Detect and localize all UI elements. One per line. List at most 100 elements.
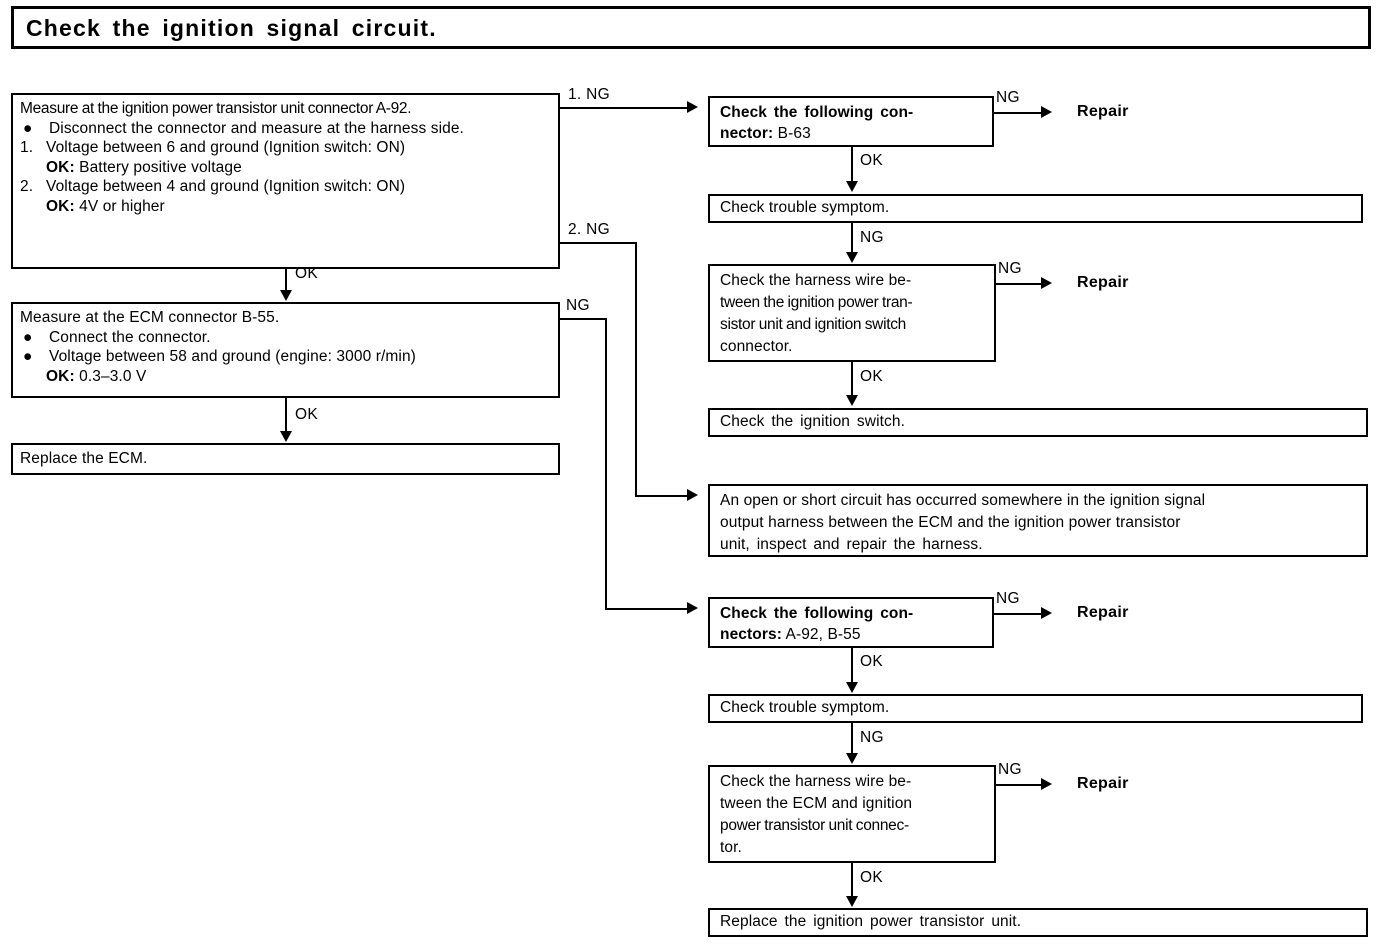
ok-label-box1-to-box2: OK: [295, 265, 318, 282]
harness-ign-switch-repair-label: Repair: [1077, 274, 1129, 291]
check-harness-ecm-content: Check the harness wire be- tween the ECM…: [710, 767, 994, 862]
check-harness-ign-switch-line1: Check the harness wire be-: [720, 272, 912, 289]
ecm-ng-vertical-line: [605, 318, 607, 610]
a92-b55-ok-label: OK: [860, 653, 883, 670]
measure-ecm-bullet-1: ● Connect the connector.: [20, 328, 551, 348]
check-connectors-a92-b55-box: Check the following con- nectors: A-92, …: [708, 597, 994, 648]
replace-ign-power-transistor-content: Replace the ignition power transistor un…: [710, 910, 1366, 932]
bullet-dot-icon: ●: [23, 328, 33, 346]
b63-ng-arrowhead: [1041, 106, 1052, 118]
item-1-marker: 1.: [20, 139, 34, 156]
item-1-ok-value: Battery positive voltage: [79, 158, 242, 176]
harness-ign-switch-ng-line: [996, 283, 1042, 285]
check-connectors-a92-b55-content: Check the following con- nectors: A-92, …: [710, 599, 992, 648]
ng1-arrowhead: [687, 101, 698, 113]
item-2-ok-value: 4V or higher: [79, 197, 165, 215]
measure-a92-heading: Measure at the ignition power transistor…: [20, 100, 412, 117]
check-connectors-a92-b55-value: A-92, B-55: [785, 626, 861, 643]
item-2-text: Voltage between 4 and ground (Ignition s…: [46, 178, 406, 195]
open-short-circuit-line3: unit, inspect and repair the harness.: [720, 536, 983, 553]
harness-ign-switch-ok-line: [851, 362, 853, 396]
harness-ecm-ng-line: [996, 784, 1042, 786]
measure-ecm-heading: Measure at the ECM connector B-55.: [20, 309, 280, 326]
replace-ign-power-transistor-box: Replace the ignition power transistor un…: [708, 908, 1368, 937]
b63-ok-line: [851, 147, 853, 182]
measure-a92-item-1-ok: OK: Battery positive voltage: [20, 158, 551, 178]
ng2-horizontal-line-bottom: [635, 495, 688, 497]
check-connector-b63-box: Check the following con- nector: B-63: [708, 96, 994, 147]
check-trouble-symptom-content-1: Check trouble symptom.: [710, 196, 1361, 218]
check-connector-b63-line2: nector: B-63: [720, 123, 985, 144]
measure-a92-item-2: 2. Voltage between 4 and ground (Ignitio…: [20, 177, 551, 197]
item-2-marker: 2.: [20, 178, 34, 195]
check-harness-ecm-line1: Check the harness wire be-: [720, 773, 912, 790]
check-connectors-a92-b55-line1: Check the following con-: [720, 605, 914, 622]
harness-ecm-repair-label: Repair: [1077, 775, 1129, 792]
ok-arrowhead-box1-to-box2: [280, 290, 292, 301]
check-ignition-switch-box: Check the ignition switch.: [708, 408, 1368, 437]
measure-a92-bullet: ● Disconnect the connector and measure a…: [20, 119, 551, 139]
check-harness-ecm-line4: tor.: [720, 839, 742, 856]
a92-b55-ng-label: NG: [996, 590, 1020, 607]
ecm-ng-horizontal-line-bottom: [605, 608, 688, 610]
check-ignition-switch-text: Check the ignition switch.: [720, 413, 905, 430]
check-ignition-switch-content: Check the ignition switch.: [710, 410, 1366, 432]
check-trouble-symptom-content-2: Check trouble symptom.: [710, 696, 1361, 718]
harness-ecm-ng-arrowhead: [1041, 778, 1052, 790]
page-title: Check the ignition signal circuit.: [26, 15, 437, 41]
measure-a92-box: Measure at the ignition power transistor…: [11, 93, 560, 269]
check-harness-ecm-box: Check the harness wire be- tween the ECM…: [708, 765, 996, 863]
replace-ecm-content: Replace the ECM.: [13, 445, 558, 472]
harness-ecm-ok-label: OK: [860, 869, 883, 886]
ecm-ng-horizontal-line-top: [560, 318, 607, 320]
ecm-ng-arrowhead: [687, 602, 698, 614]
harness-ecm-ok-arrowhead: [846, 896, 858, 907]
check-trouble-symptom-text-1: Check trouble symptom.: [720, 199, 890, 216]
check-connector-b63-label: nector:: [720, 125, 774, 142]
harness-ecm-ok-line: [851, 863, 853, 897]
check-trouble-symptom-text-2: Check trouble symptom.: [720, 699, 890, 716]
ng2-arrowhead: [687, 489, 698, 501]
replace-ign-power-transistor-text: Replace the ignition power transistor un…: [720, 913, 1022, 930]
measure-a92-content: Measure at the ignition power transistor…: [13, 95, 558, 219]
item-1-ok-label: OK:: [46, 158, 75, 176]
check-harness-ign-switch-content: Check the harness wire be- tween the ign…: [710, 266, 994, 361]
ng2-vertical-line: [635, 242, 637, 497]
a92-b55-ng-arrowhead: [1041, 607, 1052, 619]
ok-line-box2-to-box3: [285, 398, 287, 432]
measure-a92-bullet-text: Disconnect the connector and measure at …: [49, 119, 464, 137]
check-trouble-symptom-box-2: Check trouble symptom.: [708, 694, 1363, 723]
ng2-label: 2. NG: [568, 221, 610, 238]
ng1-horizontal-line: [560, 107, 688, 109]
b63-repair-label: Repair: [1077, 103, 1129, 120]
ecm-ng-label: NG: [566, 297, 590, 314]
ok-line-box1-to-box2: [285, 269, 287, 291]
ok-arrowhead-box2-to-box3: [280, 431, 292, 442]
bullet-dot-icon: ●: [23, 119, 33, 137]
measure-a92-item-1: 1. Voltage between 6 and ground (Ignitio…: [20, 138, 551, 158]
ng1-label: 1. NG: [568, 86, 610, 103]
check-trouble-symptom-box-1: Check trouble symptom.: [708, 194, 1363, 223]
check-harness-ign-switch-line2: tween the ignition power tran-: [720, 294, 913, 311]
a92-b55-ok-arrowhead: [846, 682, 858, 693]
b63-ng-label: NG: [996, 89, 1020, 106]
harness-ign-switch-ok-label: OK: [860, 368, 883, 385]
measure-ecm-bullet-2-text: Voltage between 58 and ground (engine: 3…: [49, 348, 416, 365]
measure-ecm-content: Measure at the ECM connector B-55. ● Con…: [13, 304, 558, 389]
item-2-ok-label: OK:: [46, 197, 75, 215]
trouble-symptom-1-ng-arrowhead: [846, 252, 858, 263]
a92-b55-ng-line: [994, 613, 1042, 615]
check-connectors-a92-b55-line2: nectors: A-92, B-55: [720, 624, 985, 645]
b63-ng-line: [994, 112, 1042, 114]
open-short-circuit-line1: An open or short circuit has occurred so…: [720, 492, 1206, 509]
open-short-circuit-content: An open or short circuit has occurred so…: [710, 486, 1366, 559]
b63-ok-label: OK: [860, 152, 883, 169]
check-connectors-a92-b55-label: nectors:: [720, 626, 782, 643]
a92-b55-repair-label: Repair: [1077, 604, 1129, 621]
harness-ign-switch-ng-label: NG: [998, 260, 1022, 277]
ng2-horizontal-line-top: [560, 242, 637, 244]
trouble-symptom-2-ng-label: NG: [860, 729, 884, 746]
harness-ign-switch-ng-arrowhead: [1041, 277, 1052, 289]
item-1-text: Voltage between 6 and ground (Ignition s…: [46, 139, 406, 156]
